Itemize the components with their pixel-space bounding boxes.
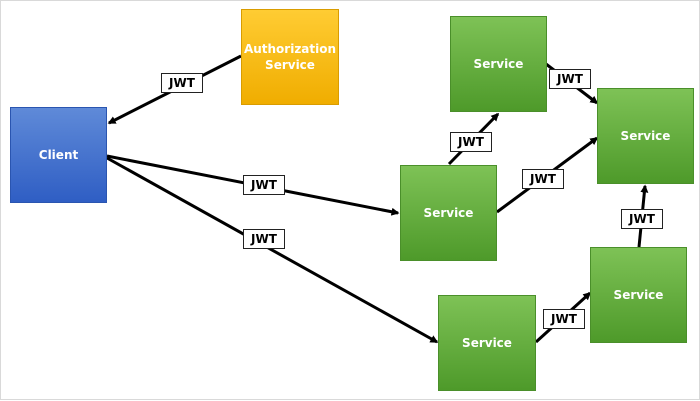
service-lower-right-node[interactable]: Service — [590, 247, 687, 343]
service-mid-label: Service — [423, 206, 474, 220]
jwt-tag-auth-client: JWT — [161, 73, 203, 93]
service-bottom-label: Service — [462, 336, 512, 350]
service-bottom-node[interactable]: Service — [438, 295, 536, 391]
client-label: Client — [38, 148, 79, 162]
service-right-node[interactable]: Service — [597, 88, 694, 184]
jwt-tag-client-service-mid: JWT — [243, 175, 285, 195]
jwt-tag-service-mid-top: JWT — [450, 132, 492, 152]
authorization-service-label: Authorization Service — [243, 42, 337, 72]
jwt-tag-service-top-right: JWT — [549, 69, 591, 89]
client-node[interactable]: Client — [10, 107, 107, 203]
service-mid-node[interactable]: Service — [400, 165, 497, 261]
service-lower-right-label: Service — [613, 288, 664, 302]
service-top-label: Service — [473, 57, 524, 71]
arrow-client-to-service-bottom — [106, 156, 439, 344]
service-top-node[interactable]: Service — [450, 16, 547, 112]
service-right-label: Service — [620, 129, 671, 143]
jwt-tag-lower-right-right: JWT — [621, 209, 663, 229]
jwt-tag-client-service-bottom: JWT — [243, 229, 285, 249]
authorization-service-node[interactable]: Authorization Service — [241, 9, 339, 105]
jwt-tag-bottom-lower-right: JWT — [543, 309, 585, 329]
jwt-tag-service-mid-right: JWT — [522, 169, 564, 189]
